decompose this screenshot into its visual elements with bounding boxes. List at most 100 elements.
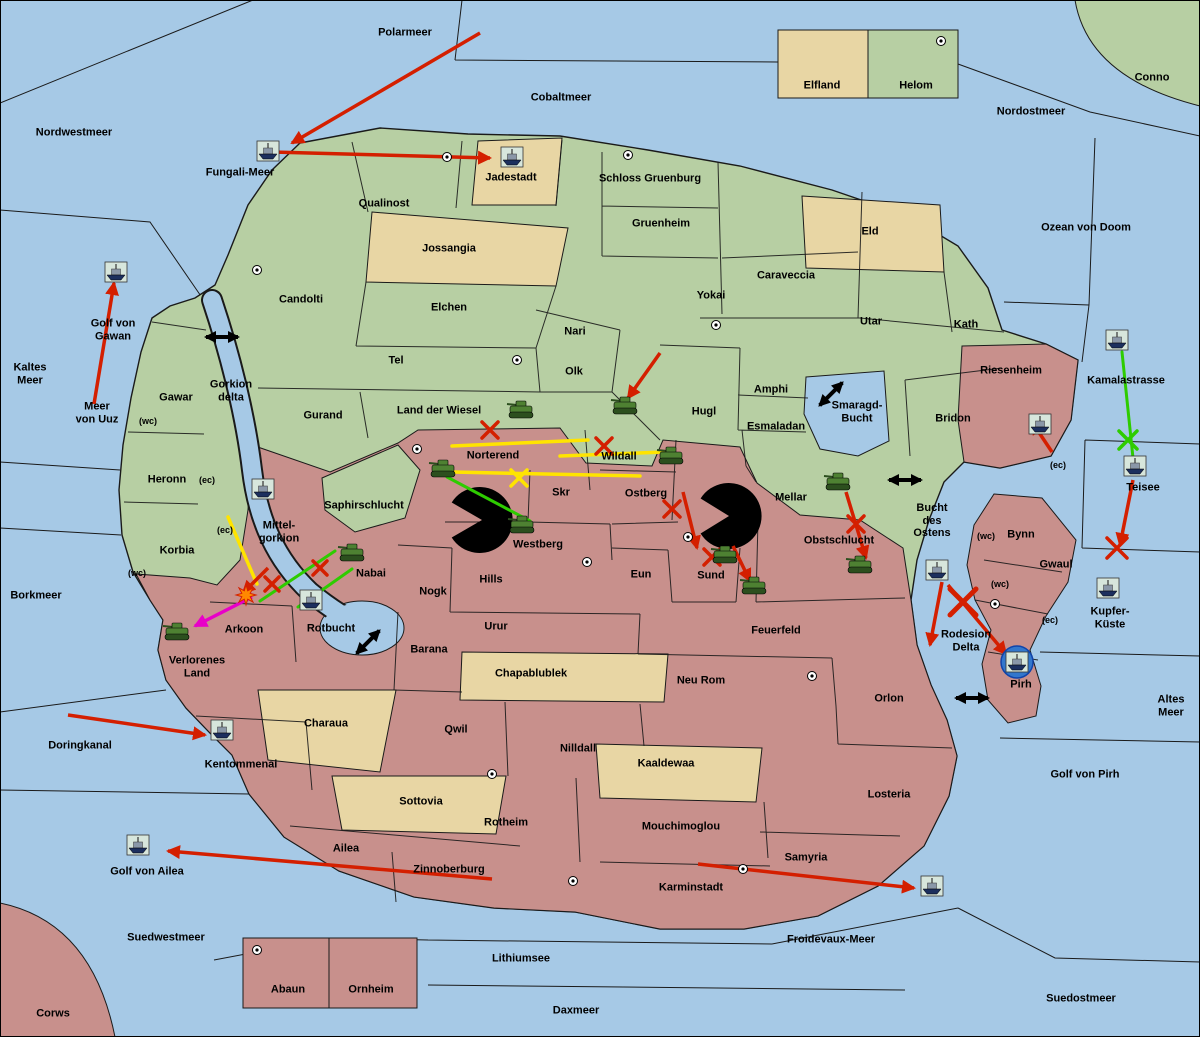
territory-label[interactable]: Mellar [775, 491, 807, 504]
territory-label[interactable]: Yokai [696, 289, 726, 302]
territory-label[interactable]: Pirh [1010, 678, 1032, 691]
territory-label[interactable]: Gruenheim [631, 217, 691, 230]
tank-unit[interactable] [162, 622, 190, 641]
tank-unit[interactable] [507, 515, 535, 534]
territory-label[interactable]: Barana [410, 643, 448, 656]
territory-label[interactable]: Heronn [147, 473, 187, 486]
territory-label[interactable]: Gorkion delta [209, 378, 253, 403]
territory-label[interactable]: Eld [861, 225, 879, 238]
ship-unit[interactable] [1028, 413, 1052, 435]
ship-unit-highlighted[interactable] [1000, 645, 1034, 679]
territory-label[interactable]: Sund [697, 569, 725, 582]
territory-label[interactable]: Kath [953, 318, 979, 331]
ship-unit[interactable] [1105, 329, 1129, 351]
tank-unit[interactable] [710, 545, 738, 564]
territory-label[interactable]: Elchen [430, 301, 468, 314]
territory-label[interactable]: Rotheim [484, 816, 528, 829]
territory-label[interactable]: Chapablublek [494, 667, 568, 680]
territory-label[interactable]: Abaun [270, 983, 306, 996]
territory-label[interactable]: Qwil [444, 723, 468, 736]
tank-unit[interactable] [428, 459, 456, 478]
territory-label[interactable]: Kentommenai [204, 758, 278, 771]
region-saphirschlucht[interactable] [321, 444, 421, 533]
territory-label[interactable]: Saphirschlucht [324, 499, 404, 512]
territory-label[interactable]: Gwaul [1039, 558, 1073, 571]
territory-label[interactable]: Ostberg [624, 487, 668, 500]
territory-label[interactable]: Obstschlucht [803, 534, 875, 547]
territory-label[interactable]: Land der Wiesel [396, 404, 482, 417]
ship-unit[interactable] [920, 875, 944, 897]
territory-label[interactable]: Bridon [935, 412, 971, 425]
territory-corws[interactable] [0, 902, 116, 1037]
territory-label[interactable]: Nilldall [559, 742, 597, 755]
region-riesenheim[interactable] [957, 343, 1079, 469]
tank-unit[interactable] [823, 472, 851, 491]
ship-unit[interactable] [1096, 577, 1120, 599]
tank-unit[interactable] [337, 543, 365, 562]
city-dot [512, 355, 522, 365]
territory-label[interactable]: Neu Rom [676, 674, 726, 687]
territory-label[interactable]: Jadestadt [485, 171, 537, 184]
tank-unit[interactable] [610, 396, 638, 415]
ship-unit[interactable] [251, 478, 275, 500]
territory-label[interactable]: Riesenheim [980, 364, 1042, 377]
territory-label[interactable]: Esmaladan [746, 420, 806, 433]
territory-label[interactable]: Helom [899, 79, 933, 92]
territory-label[interactable]: Eun [630, 568, 652, 581]
territory-label[interactable]: Orlon [874, 692, 904, 705]
territory-label[interactable]: Sottovia [399, 795, 443, 808]
tank-unit[interactable] [845, 555, 873, 574]
territory-label[interactable]: Candolti [279, 293, 323, 306]
territory-label[interactable]: Zinnoberburg [413, 863, 485, 876]
territory-label[interactable]: Ailea [332, 842, 360, 855]
territory-label[interactable]: Gawar [159, 391, 193, 404]
territory-label[interactable]: Westberg [513, 538, 563, 551]
territory-label[interactable]: Jossangia [422, 242, 476, 255]
ship-unit[interactable] [256, 140, 280, 162]
territory-label[interactable]: Karminstadt [658, 881, 724, 894]
tank-unit[interactable] [506, 400, 534, 419]
territory-label[interactable]: Caraveccia [756, 269, 816, 282]
territory-label[interactable]: Utar [859, 315, 883, 328]
territory-label[interactable]: Samyria [784, 851, 828, 864]
territory-label[interactable]: Mouchimoglou [641, 820, 721, 833]
sea-label: Altes Meer [1157, 693, 1185, 718]
territory-label[interactable]: Olk [565, 365, 583, 378]
territory-label[interactable]: Mittel- gorkion [258, 519, 300, 544]
territory-label[interactable]: Nabai [356, 567, 386, 580]
ship-unit[interactable] [104, 261, 128, 283]
tank-unit[interactable] [656, 446, 684, 465]
territory-label[interactable]: Urur [484, 620, 508, 633]
territory-label[interactable]: Ornheim [348, 983, 394, 996]
territory-label[interactable]: Schloss Gruenburg [598, 172, 702, 185]
ship-unit[interactable] [126, 834, 150, 856]
ship-unit[interactable] [1123, 455, 1147, 477]
ship-unit[interactable] [500, 146, 524, 168]
territory-label[interactable]: Tel [388, 354, 404, 367]
territory-label[interactable]: Norterend [466, 449, 520, 462]
territory-label[interactable]: Losteria [867, 788, 911, 801]
territory-label[interactable]: Nari [564, 325, 586, 338]
territory-label[interactable]: Elfland [803, 79, 841, 92]
territory-label[interactable]: Qualinost [358, 197, 410, 210]
ship-unit[interactable] [925, 559, 949, 581]
territory-label[interactable]: Kaaldewaa [637, 757, 695, 770]
territory-label[interactable]: Rodesion Delta [940, 628, 992, 653]
territory-label[interactable]: Conno [1134, 71, 1170, 84]
territory-label[interactable]: Hugl [691, 405, 717, 418]
tank-unit[interactable] [739, 576, 767, 595]
territory-label[interactable]: Nogk [419, 585, 447, 598]
territory-label[interactable]: Amphi [753, 383, 789, 396]
territory-label[interactable]: Bynn [1007, 528, 1035, 541]
territory-label[interactable]: Hills [479, 573, 503, 586]
territory-label[interactable]: Verlorenes Land [168, 654, 226, 679]
territory-label[interactable]: Gurand [303, 409, 343, 422]
ship-unit[interactable] [210, 719, 234, 741]
territory-label[interactable]: Arkoon [224, 623, 264, 636]
territory-label[interactable]: Charaua [303, 717, 349, 730]
territory-label[interactable]: Korbia [159, 544, 195, 557]
ship-unit[interactable] [299, 589, 323, 611]
territory-label[interactable]: Feuerfeld [751, 624, 801, 637]
territory-label[interactable]: Wildall [601, 450, 637, 463]
territory-label[interactable]: Skr [552, 486, 570, 499]
